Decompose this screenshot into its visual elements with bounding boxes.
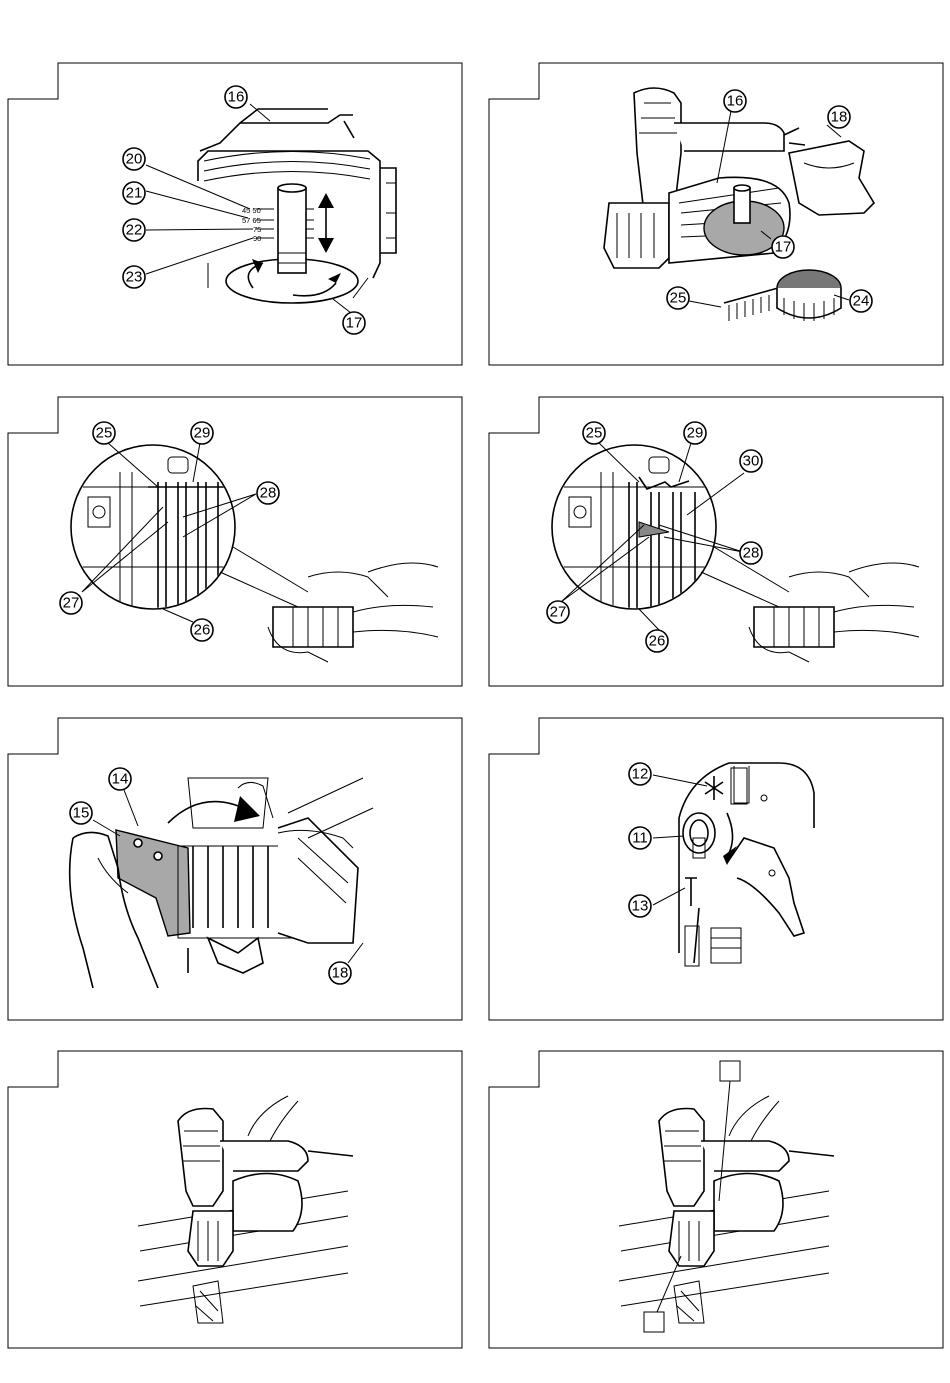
svg-text:12: 12 (632, 766, 649, 783)
callout-29: 29 (684, 422, 706, 444)
figure-panel-5: 14 15 18 (8, 718, 462, 1020)
svg-text:29: 29 (194, 425, 211, 442)
callout-25: 25 (583, 422, 605, 444)
svg-text:20: 20 (126, 151, 143, 168)
svg-text:17: 17 (775, 239, 792, 256)
svg-text:28: 28 (260, 485, 277, 502)
callout-30: 30 (740, 450, 762, 472)
figure-panel-6: 12 11 13 (489, 718, 943, 1020)
svg-text:18: 18 (332, 965, 349, 982)
callout-28: 28 (740, 542, 762, 564)
callout-26: 26 (646, 630, 668, 652)
svg-text:25: 25 (670, 290, 687, 307)
callout-16: 16 (724, 90, 746, 112)
svg-text:16: 16 (228, 89, 245, 106)
svg-text:25: 25 (96, 425, 113, 442)
callout-18: 18 (329, 962, 351, 984)
callout-25: 25 (93, 422, 115, 444)
scale-row-3: 75 (253, 225, 261, 234)
svg-text:16: 16 (727, 93, 744, 110)
callout-11: 11 (629, 827, 651, 849)
figure-panel-2: 16 18 17 25 24 (489, 63, 943, 365)
callout-29: 29 (191, 422, 213, 444)
svg-text:23: 23 (126, 269, 143, 286)
figure-panel-3: 25 29 28 27 26 (8, 397, 462, 686)
callout-15: 15 (70, 802, 92, 824)
figure-panel-1: 45 50 57 65 75 90 16 20 21 22 23 17 (8, 63, 462, 365)
svg-text:25: 25 (586, 425, 603, 442)
svg-text:26: 26 (194, 622, 211, 639)
callout-17: 17 (343, 312, 365, 334)
callout-23: 23 (123, 266, 145, 288)
svg-text:29: 29 (687, 425, 704, 442)
svg-text:27: 27 (63, 595, 80, 612)
callout-17: 17 (772, 236, 794, 258)
svg-text:18: 18 (831, 109, 848, 126)
svg-text:21: 21 (126, 185, 143, 202)
svg-text:14: 14 (112, 771, 129, 788)
svg-text:22: 22 (126, 222, 143, 239)
callout-13: 13 (629, 895, 651, 917)
callout-28: 28 (257, 482, 279, 504)
svg-text:27: 27 (550, 604, 567, 621)
callout-22: 22 (123, 219, 145, 241)
blank-label-box-bottom (644, 1312, 664, 1332)
callout-18: 18 (828, 106, 850, 128)
callout-26: 26 (191, 619, 213, 641)
svg-text:11: 11 (632, 830, 648, 847)
svg-text:28: 28 (743, 545, 760, 562)
callout-24: 24 (850, 290, 872, 312)
callout-21: 21 (123, 182, 145, 204)
figure-panel-7 (8, 1051, 462, 1348)
svg-text:24: 24 (853, 293, 870, 310)
callout-14: 14 (109, 768, 131, 790)
scale-row-4: 90 (253, 234, 261, 243)
figure-panel-4: 25 29 30 28 27 26 (489, 397, 943, 686)
callout-27: 27 (60, 592, 82, 614)
svg-text:15: 15 (73, 805, 90, 822)
svg-text:30: 30 (743, 453, 760, 470)
callout-27: 27 (547, 601, 569, 623)
svg-text:13: 13 (632, 898, 649, 915)
callout-25: 25 (667, 287, 689, 309)
callout-12: 12 (629, 763, 651, 785)
svg-text:26: 26 (649, 633, 666, 650)
blank-label-box-top (720, 1061, 740, 1081)
figure-panel-8 (489, 1051, 943, 1348)
svg-text:17: 17 (346, 315, 363, 332)
callout-16: 16 (225, 86, 247, 108)
callout-20: 20 (123, 148, 145, 170)
